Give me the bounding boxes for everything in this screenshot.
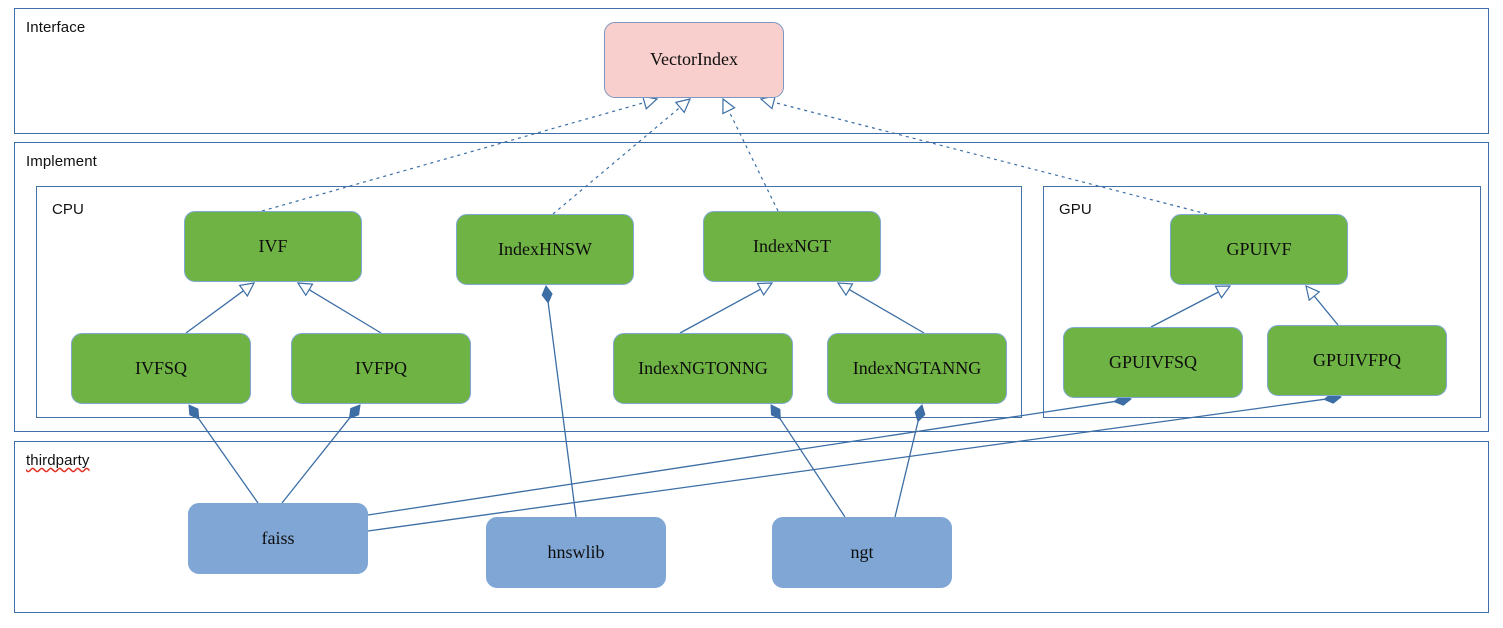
class-node-indexngtanng[interactable]: IndexNGTANNG [827, 333, 1007, 404]
class-node-indexngt[interactable]: IndexNGT [703, 211, 881, 282]
package-label-interface: Interface [26, 19, 86, 36]
class-node-indexngtonng[interactable]: IndexNGTONNG [613, 333, 793, 404]
class-node-gpuivfpq[interactable]: GPUIVFPQ [1267, 325, 1447, 396]
package-label-gpu: GPU [1059, 201, 1092, 218]
class-node-gpuivf[interactable]: GPUIVF [1170, 214, 1348, 285]
class-node-ivfsq[interactable]: IVFSQ [71, 333, 251, 404]
package-label-cpu: CPU [52, 201, 84, 218]
package-label-implement: Implement [26, 153, 97, 170]
class-node-indexhnsw[interactable]: IndexHNSW [456, 214, 634, 285]
class-node-ngt[interactable]: ngt [772, 517, 952, 588]
class-node-gpuivfsq[interactable]: GPUIVFSQ [1063, 327, 1243, 398]
class-node-vectorindex[interactable]: VectorIndex [604, 22, 784, 98]
class-node-ivf[interactable]: IVF [184, 211, 362, 282]
class-node-faiss[interactable]: faiss [188, 503, 368, 574]
class-node-ivfpq[interactable]: IVFPQ [291, 333, 471, 404]
class-node-hnswlib[interactable]: hnswlib [486, 517, 666, 588]
package-label-thirdparty: thirdparty [26, 452, 90, 469]
